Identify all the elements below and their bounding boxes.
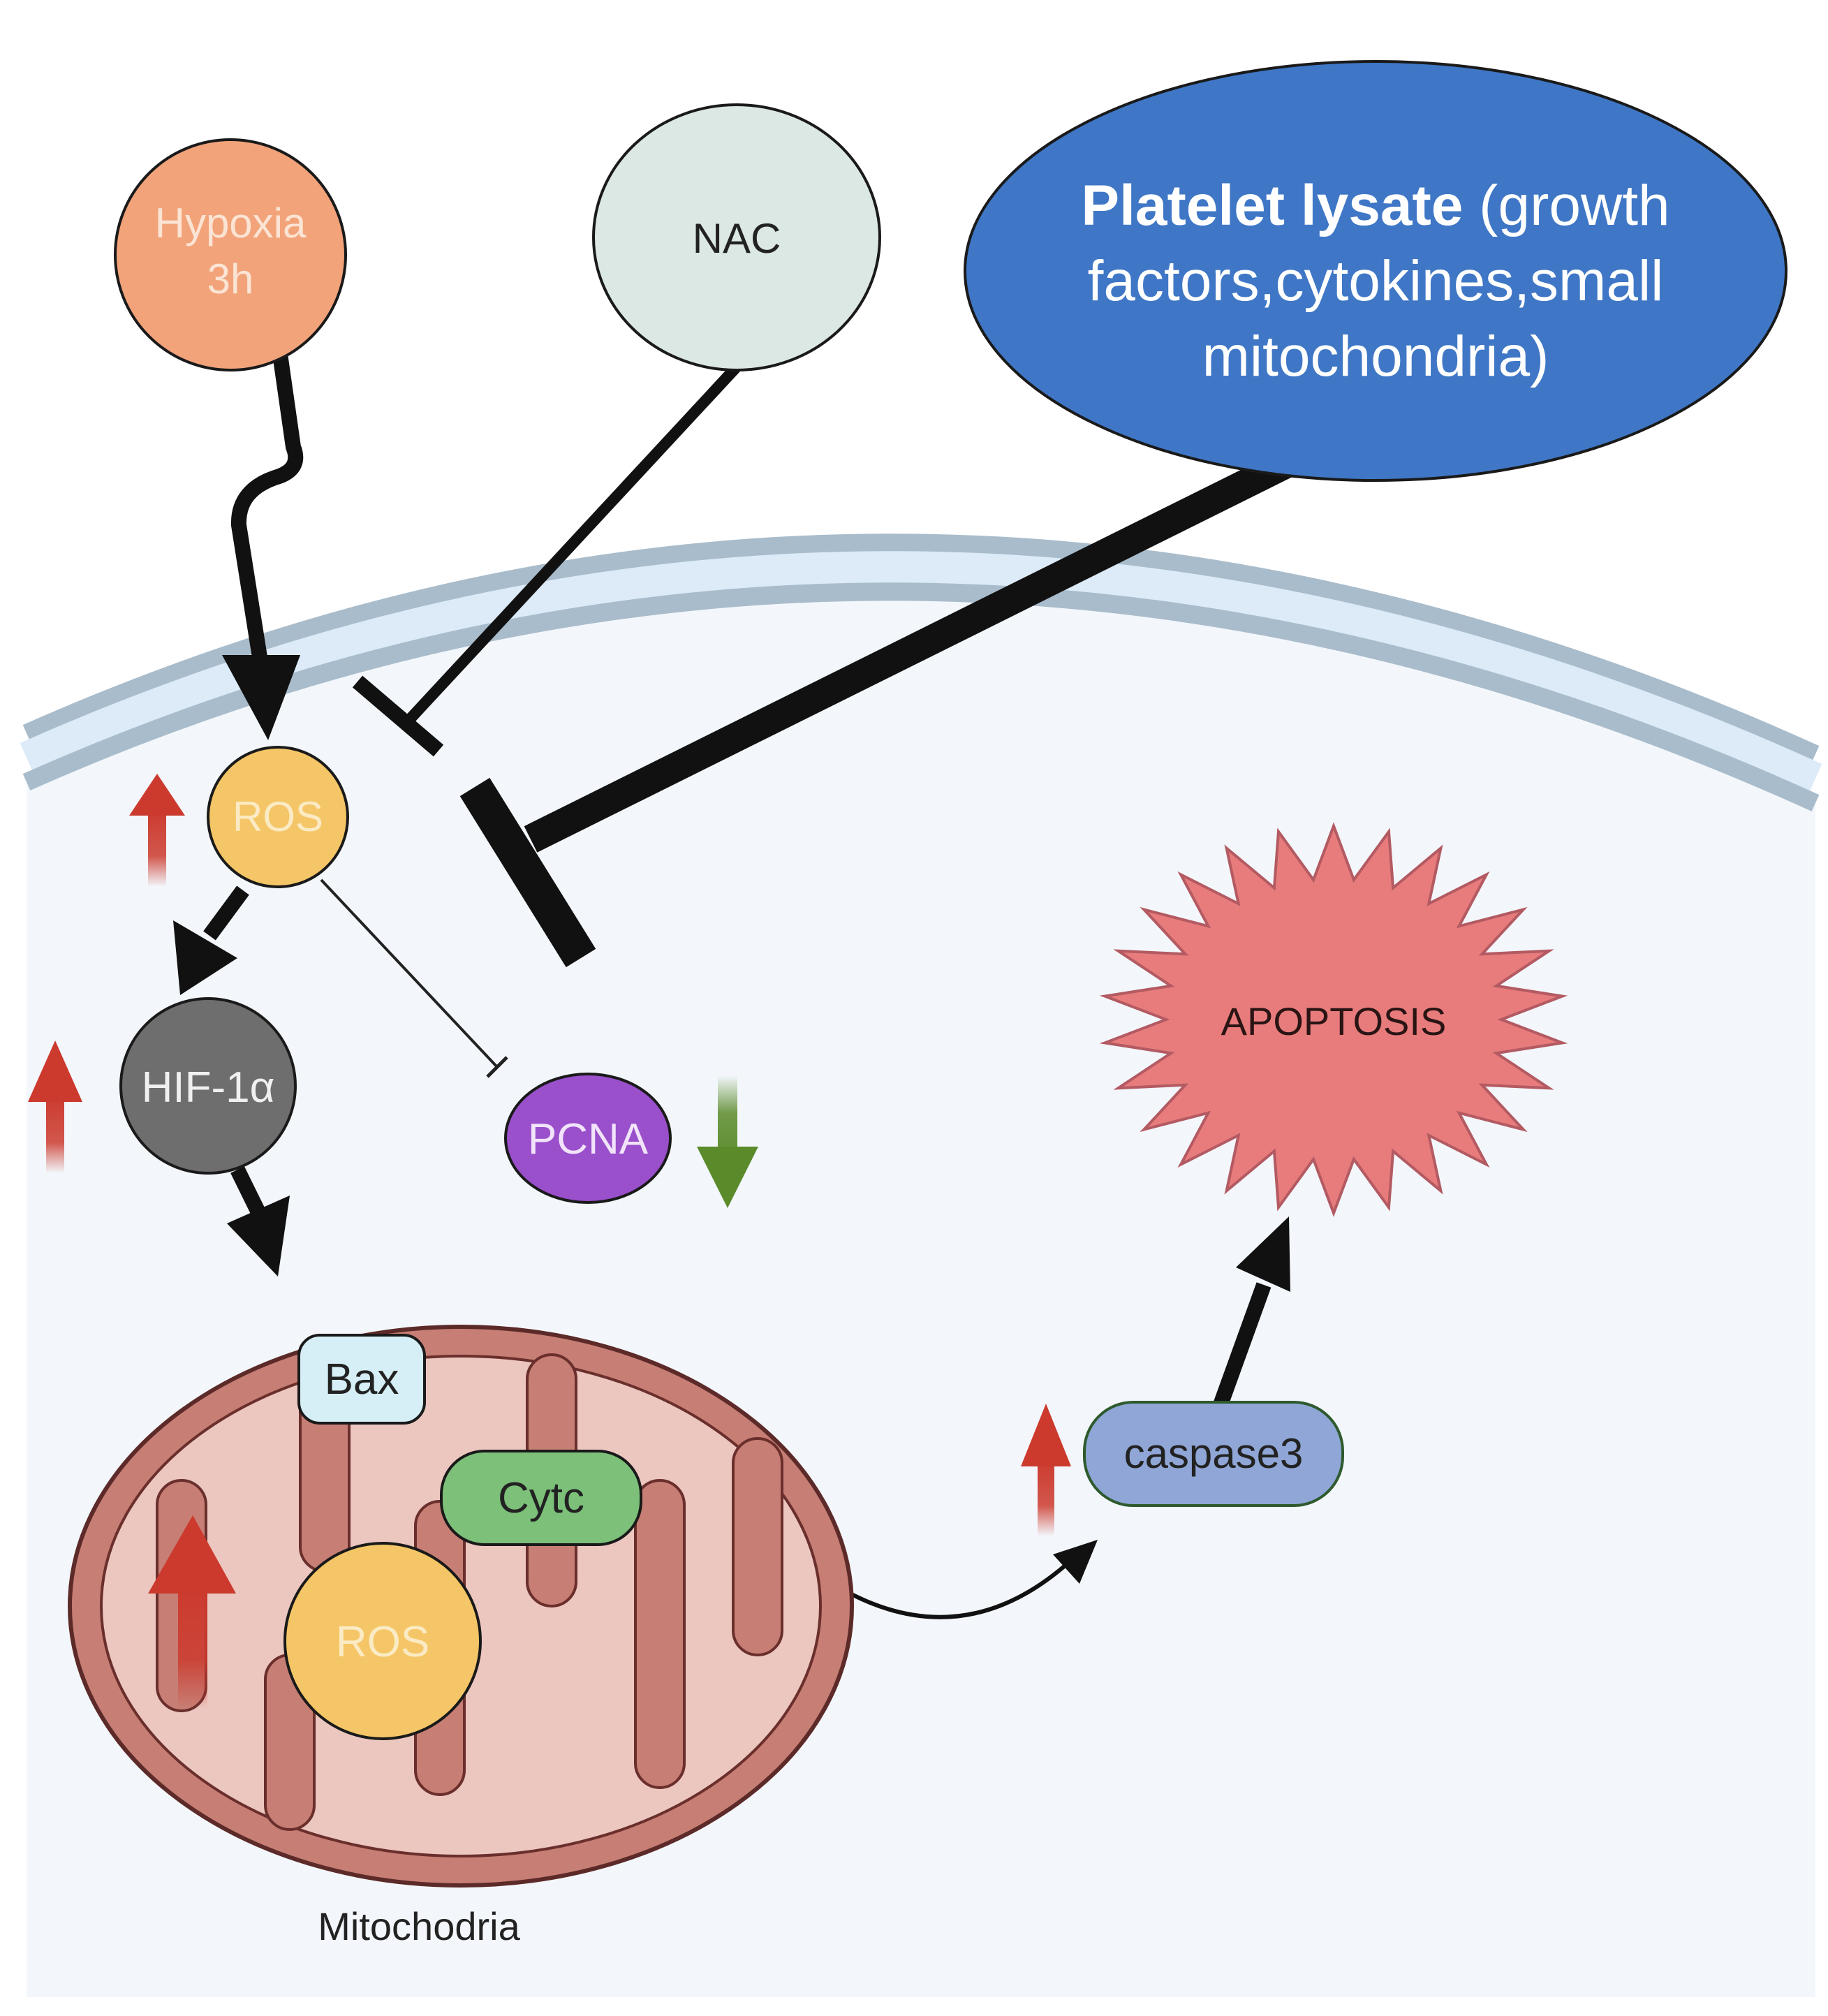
platelet-inhibition-line [524, 448, 1299, 853]
nac-node: NAC [592, 103, 881, 371]
platelet-inhibition-bar [459, 777, 596, 968]
cell-membrane-inner [22, 582, 1820, 811]
caspase3-up-arrow [1021, 1404, 1071, 1536]
platelet-label-bold: Platelet lysate [1081, 174, 1463, 237]
caspase3-node: caspase3 [1083, 1401, 1344, 1507]
ros-mito-label: ROS [336, 1618, 429, 1666]
hif-to-mito-arrow [230, 1166, 267, 1219]
hypoxia-label-line2: 3h [207, 256, 254, 302]
bax-node: Bax [297, 1334, 426, 1425]
caspase-to-apoptosis-arrow [1211, 1282, 1272, 1413]
apoptosis-starburst [1099, 822, 1568, 1217]
hypoxia-label-line1: Hypoxia [155, 200, 307, 247]
caspase3-label: caspase3 [1124, 1430, 1304, 1477]
ros-top-up-arrow [129, 774, 185, 887]
bax-label: Bax [325, 1355, 399, 1404]
pcna-down-arrow [697, 1075, 758, 1208]
ros-to-hif-arrowhead [173, 920, 237, 995]
cell-membrane-outer [22, 534, 1820, 763]
nac-inhibition-line [404, 359, 744, 725]
caspase-to-apoptosis-arrowhead [1236, 1216, 1290, 1292]
platelet-label-line2: factors,cytokines,small [1088, 249, 1664, 313]
nac-inhibition-bar [352, 675, 444, 757]
pcna-label: PCNA [528, 1115, 649, 1163]
apoptosis-label: APOPTOSIS [1221, 999, 1447, 1043]
hif-label: HIF-1α [142, 1064, 275, 1112]
hypoxia-to-ros-arrowhead [222, 655, 300, 740]
pcna-node: PCNA [504, 1073, 672, 1204]
mitochondria-caption: Mitochodria [318, 1904, 520, 1948]
platelet-label-rest: (growth [1463, 174, 1669, 237]
mito-to-caspase-arrow [843, 1561, 1070, 1619]
cytc-node: Cytc [440, 1450, 642, 1546]
hif-to-mito-arrowhead [227, 1195, 290, 1276]
hypoxia-to-ros-arrow [230, 348, 304, 672]
ros-top-node: ROS [207, 746, 349, 888]
ros-pcna-inhibition-bar [486, 1056, 508, 1078]
ros-to-hif-arrow [203, 885, 249, 941]
ros-pcna-inhibition-line [320, 878, 499, 1068]
platelet-lysate-node: Platelet lysate (growth factors,cytokine… [964, 60, 1788, 482]
cytc-label: Cytc [498, 1474, 584, 1522]
nac-label: NAC [693, 215, 781, 262]
mito-to-caspase-arrowhead [1053, 1540, 1098, 1584]
hypoxia-node: Hypoxia 3h [114, 138, 347, 371]
hif-node: HIF-1α [119, 997, 297, 1175]
platelet-label-line3: mitochondria) [1202, 325, 1549, 388]
ros-top-label: ROS [233, 793, 323, 840]
ros-mito-up-arrow [148, 1515, 236, 1709]
ros-mito-node: ROS [283, 1542, 482, 1740]
hif-up-arrow [28, 1040, 82, 1173]
platelet-label-line1: Platelet lysate (growth [1081, 174, 1669, 237]
